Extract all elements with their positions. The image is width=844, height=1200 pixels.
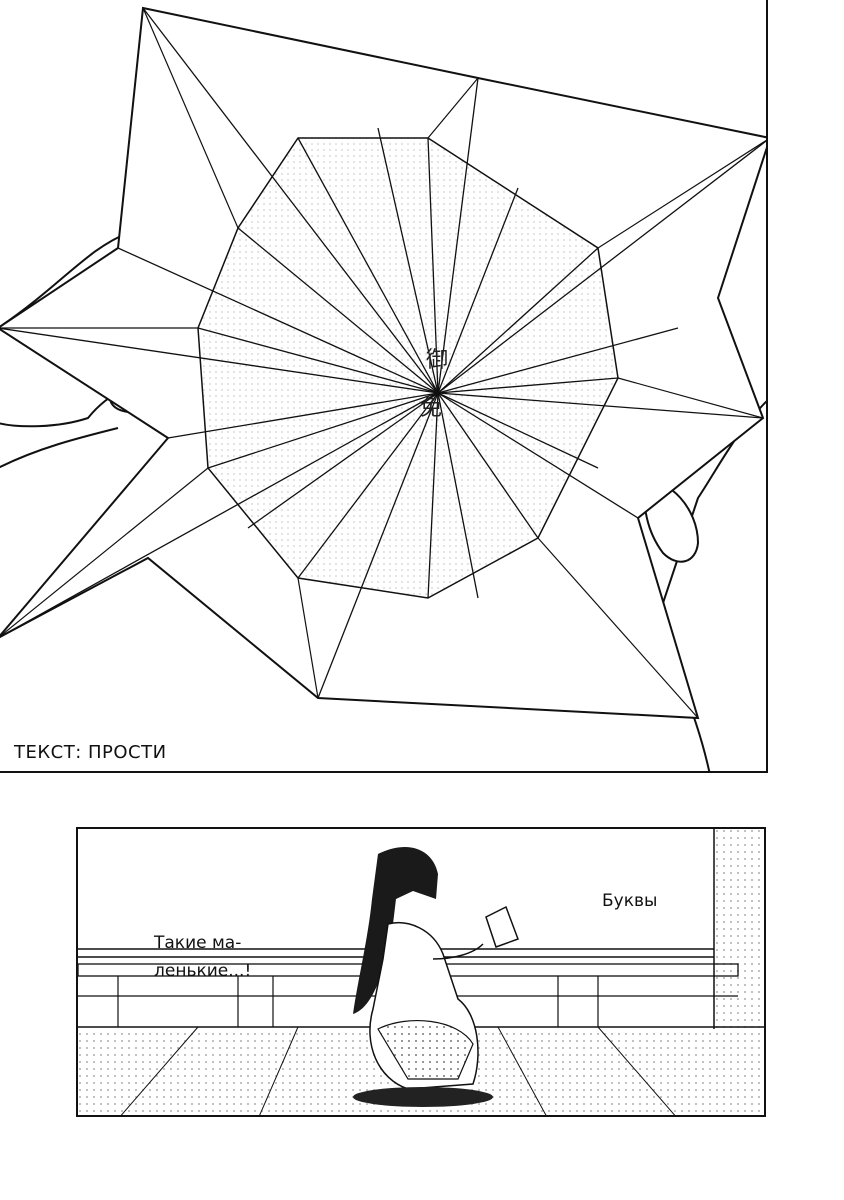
speech-line-2: ленькие...! — [154, 961, 252, 981]
manga-panel-top: 御 免 ТЕКСТ: ПРОСТИ — [0, 0, 768, 773]
kanji-character-2: 免 — [420, 396, 443, 421]
kanji-character-1: 御 — [426, 348, 449, 373]
manga-panel-bottom: Такие ма- ленькие...! Буквы — [76, 827, 766, 1117]
translation-caption: ТЕКСТ: ПРОСТИ — [14, 742, 167, 763]
girl-reading-illustration — [78, 829, 764, 1115]
sfx-label: Буквы — [602, 891, 658, 911]
unfolded-paper-illustration — [0, 6, 766, 771]
speech-line-1: Такие ма- — [154, 933, 242, 953]
